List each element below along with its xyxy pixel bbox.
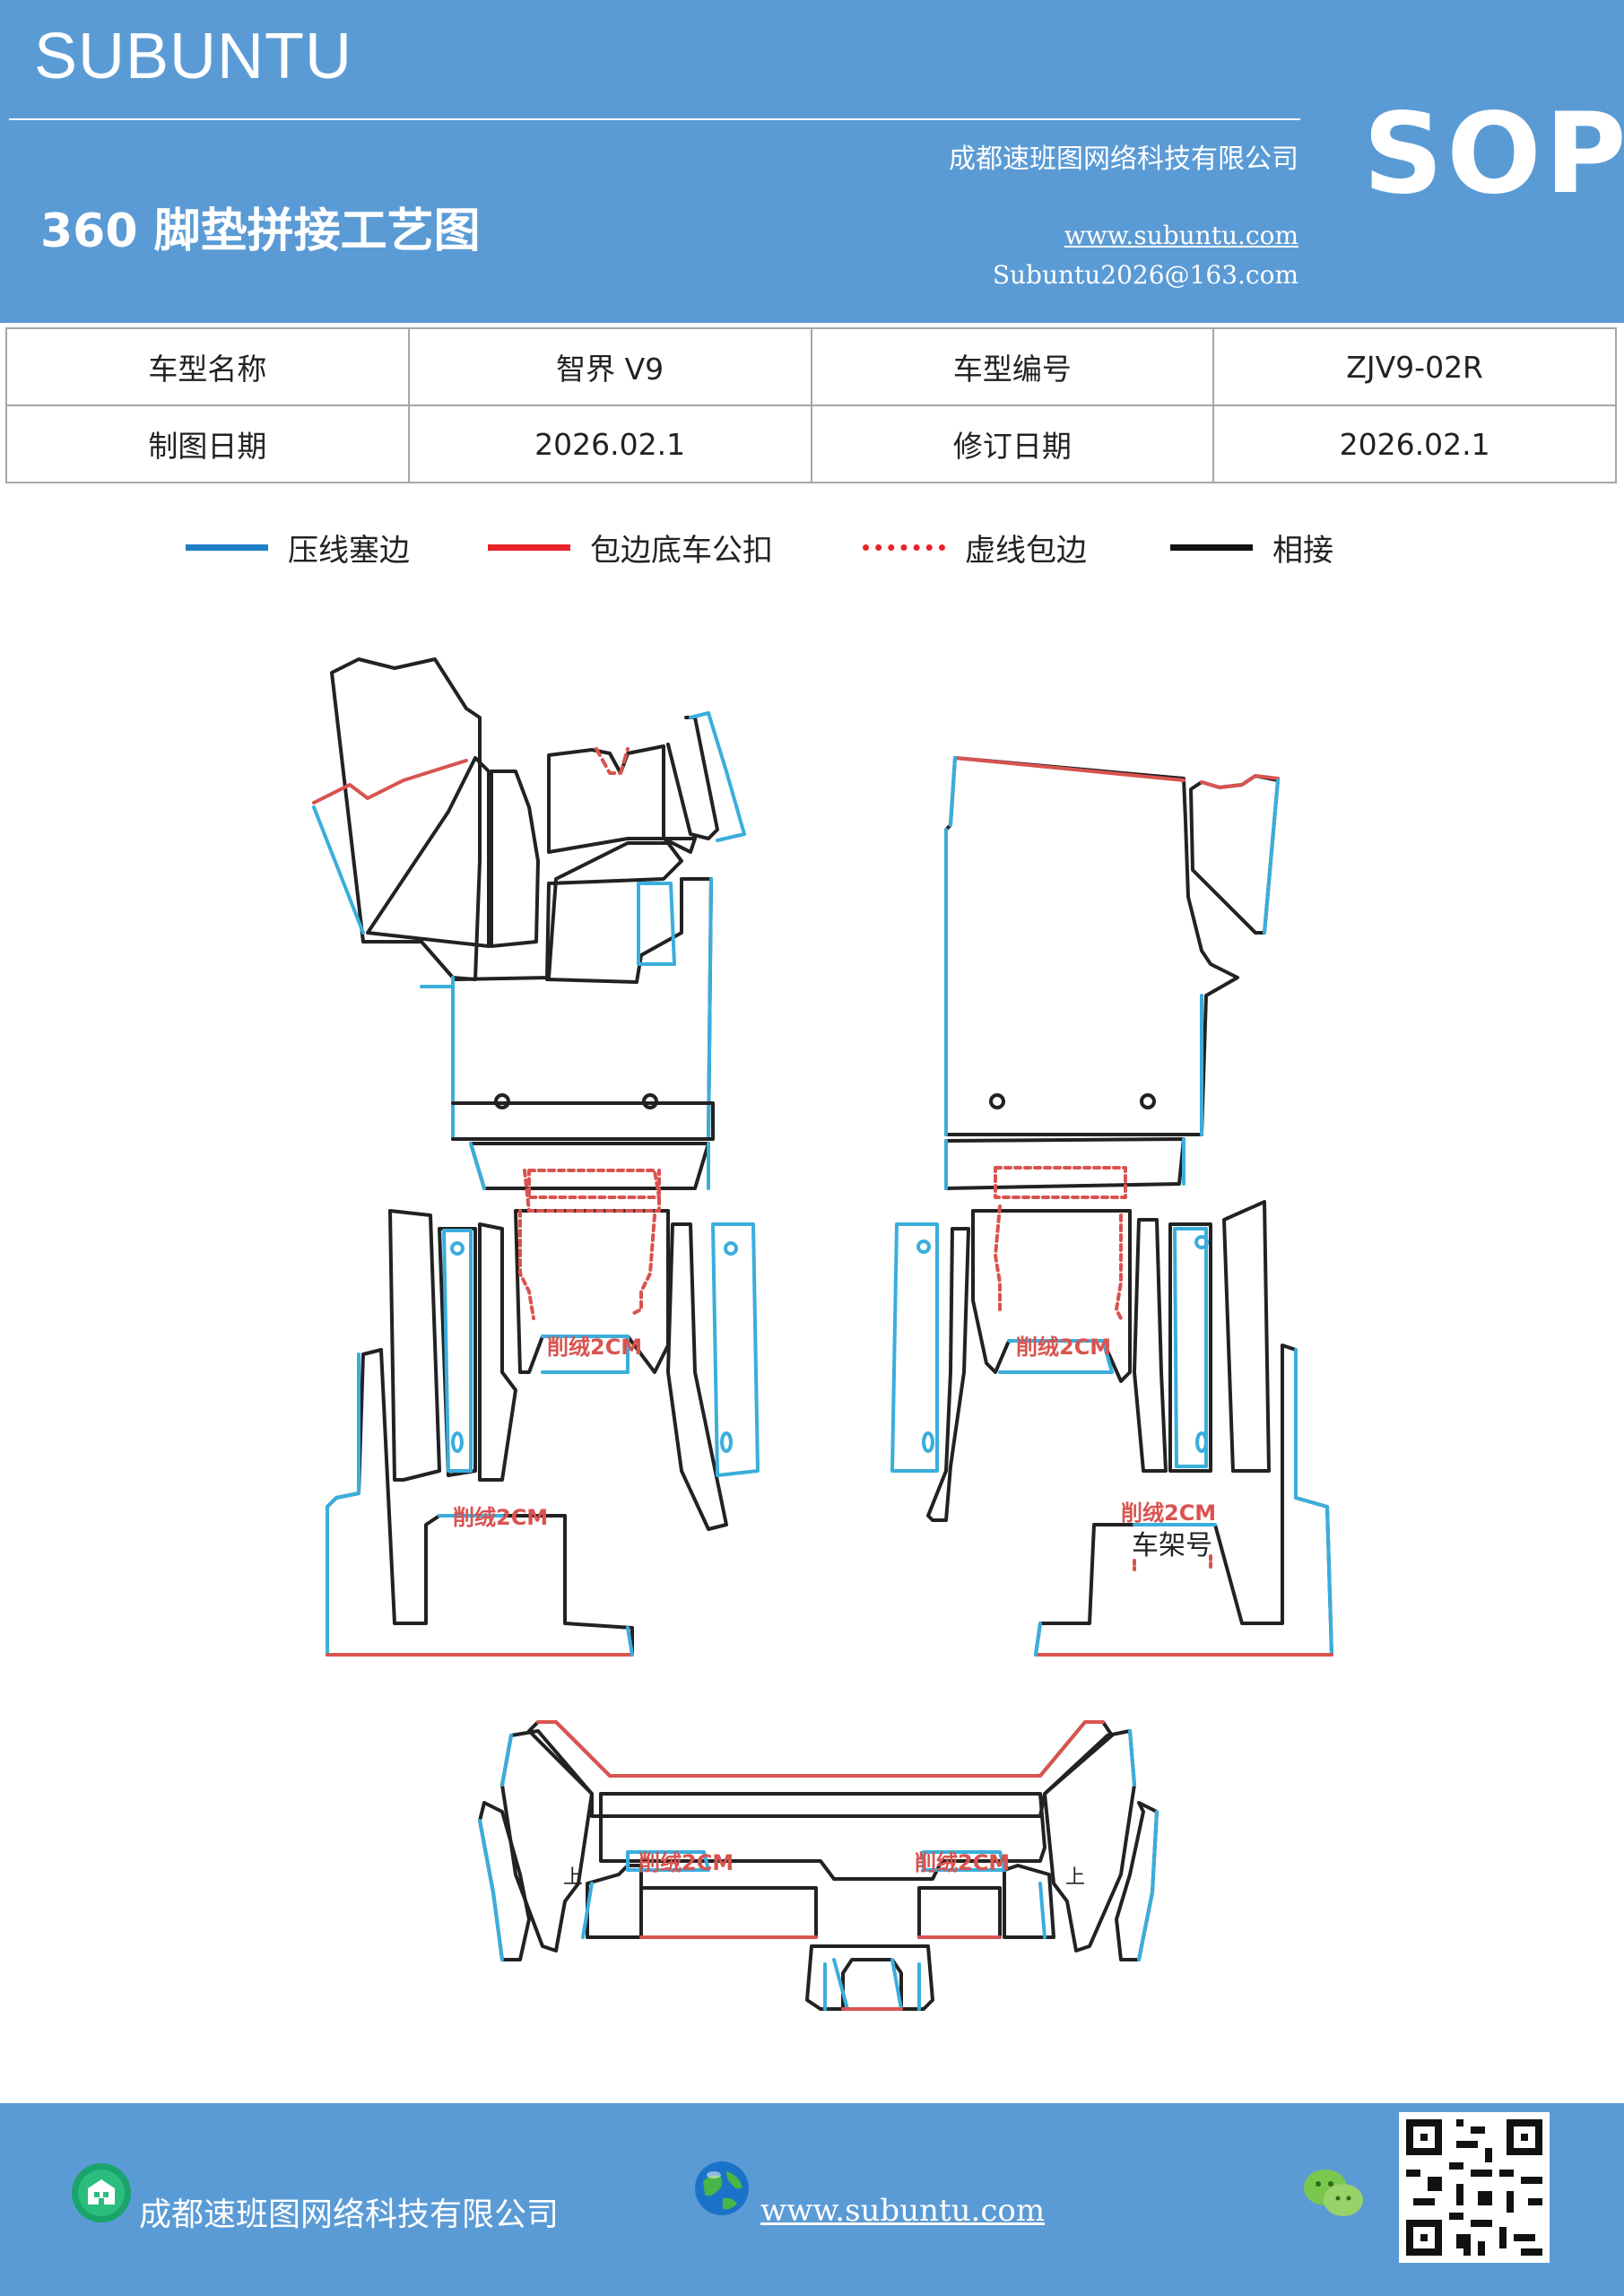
up-marker: 上 bbox=[1065, 1866, 1085, 1889]
frame-number-label: 车架号 bbox=[1132, 1530, 1212, 1561]
model-code-value: ZJV9-02R bbox=[1212, 327, 1617, 406]
trunk-mat bbox=[478, 1720, 1159, 2011]
legend-item: 包边底车公扣 bbox=[488, 525, 773, 570]
vehicle-info-table: 车型名称 智界 V9 车型编号 ZJV9-02R 制图日期 2026.02.1 … bbox=[5, 327, 1617, 483]
shave-label: 削绒2CM bbox=[1121, 1500, 1216, 1526]
legend-label: 压线塞边 bbox=[288, 532, 410, 569]
qr-code[interactable] bbox=[1399, 2112, 1550, 2263]
legend-swatch-red bbox=[488, 544, 570, 551]
footer-company-name: 成都速班图网络科技有限公司 bbox=[139, 2196, 560, 2233]
left-rear-mat bbox=[326, 1169, 760, 1657]
header-divider bbox=[9, 118, 1300, 120]
legend-item: 压线塞边 bbox=[186, 525, 410, 570]
legend-swatch-red-dotted bbox=[863, 544, 945, 551]
footer-website-link[interactable]: www.subuntu.com bbox=[760, 2193, 1046, 2229]
legend-label: 包边底车公扣 bbox=[590, 532, 773, 569]
shave-label: 削绒2CM bbox=[453, 1505, 548, 1530]
sop-badge: SOP bbox=[1363, 90, 1624, 219]
right-rear-mat bbox=[890, 1200, 1333, 1657]
document-title: 360 脚垫拼接工艺图 bbox=[40, 204, 481, 258]
model-name-label: 车型名称 bbox=[5, 327, 410, 406]
shave-label: 削绒2CM bbox=[915, 1850, 1010, 1875]
email-address: Subuntu2026@163.com bbox=[992, 260, 1298, 290]
legend-label: 虚线包边 bbox=[965, 532, 1087, 569]
wechat-icon bbox=[1304, 2170, 1363, 2216]
header-banner: SUBUNTU 成都速班图网络科技有限公司 www.subuntu.com Su… bbox=[0, 0, 1624, 323]
draw-date-label: 制图日期 bbox=[5, 404, 410, 483]
legend-swatch-blue bbox=[186, 544, 268, 551]
globe-icon bbox=[695, 2161, 749, 2215]
up-marker: 上 bbox=[563, 1866, 583, 1889]
legend-item: 虚线包边 bbox=[863, 525, 1087, 570]
revision-date-label: 修订日期 bbox=[810, 404, 1215, 483]
right-front-mat bbox=[944, 756, 1280, 1190]
website-link[interactable]: www.subuntu.com bbox=[1064, 221, 1298, 250]
shave-label: 削绒2CM bbox=[547, 1335, 642, 1360]
legend-swatch-black bbox=[1170, 544, 1253, 551]
table-row: 车型名称 智界 V9 车型编号 ZJV9-02R bbox=[5, 327, 1617, 406]
legend-item: 相接 bbox=[1170, 525, 1333, 570]
model-code-label: 车型编号 bbox=[810, 327, 1215, 406]
table-row: 制图日期 2026.02.1 修订日期 2026.02.1 bbox=[5, 404, 1617, 483]
company-name: 成都速班图网络科技有限公司 bbox=[949, 144, 1298, 175]
legend: 压线塞边 包边底车公扣 虚线包边 相接 bbox=[0, 525, 1624, 570]
shave-label: 削绒2CM bbox=[1016, 1335, 1111, 1360]
building-icon bbox=[72, 2163, 131, 2222]
legend-label: 相接 bbox=[1272, 532, 1333, 569]
model-name-value: 智界 V9 bbox=[407, 327, 812, 406]
shave-label: 削绒2CM bbox=[638, 1850, 734, 1875]
left-front-mat bbox=[312, 657, 746, 1190]
brand-name: SUBUNTU bbox=[34, 21, 353, 92]
draw-date-value: 2026.02.1 bbox=[407, 404, 812, 483]
footer-banner: 成都速班图网络科技有限公司 www.subuntu.com bbox=[0, 2103, 1624, 2296]
revision-date-value: 2026.02.1 bbox=[1212, 404, 1617, 483]
